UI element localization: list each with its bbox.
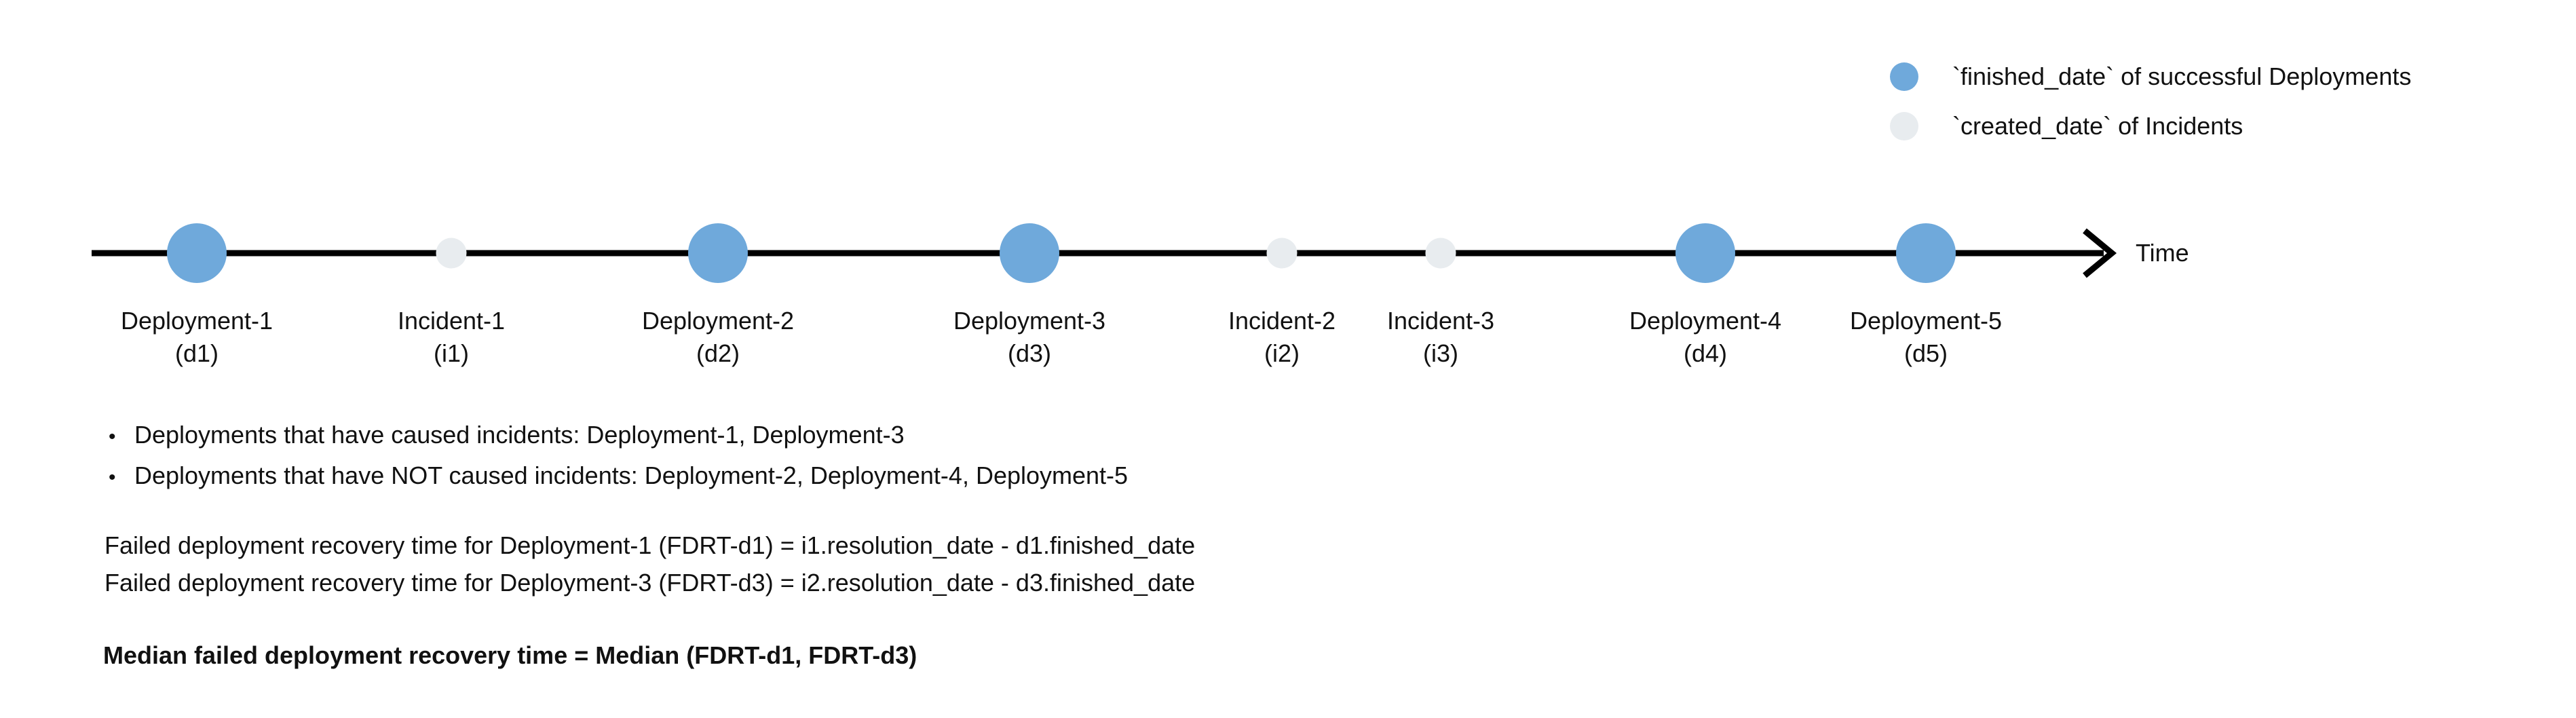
deployment-marker-icon: [1675, 223, 1735, 283]
timeline-point-label: Deployment-5 (d5): [1850, 305, 2002, 370]
point-name: Incident-2: [1228, 307, 1336, 335]
bullet-text-not-caused: Deployments that have NOT caused inciden…: [134, 461, 1129, 489]
timeline-point-label: Deployment-1 (d1): [121, 305, 273, 370]
deployment-marker-icon: [1896, 223, 1956, 283]
point-name: Deployment-4: [1629, 307, 1782, 335]
deployment-marker-icon: [688, 223, 748, 283]
incident-marker-icon: [1266, 238, 1298, 269]
bullet-icon: •: [109, 426, 116, 448]
incident-dot-icon: [1890, 112, 1918, 140]
point-id: (d1): [174, 339, 219, 367]
timeline-arrowhead-icon: [2083, 228, 2117, 278]
fdrt-formula-d1: Failed deployment recovery time for Depl…: [105, 531, 1196, 559]
deployment-marker-icon: [167, 223, 227, 283]
bullet-item: • Deployments that have NOT caused incid…: [109, 461, 1128, 502]
legend-item-incidents: `created_date` of Incidents: [1890, 111, 2411, 141]
point-id: (i2): [1264, 339, 1300, 367]
point-id: (d5): [1903, 339, 1948, 367]
point-name: Deployment-5: [1849, 307, 2003, 335]
legend-label-deployments: `finished_date` of successful Deployment…: [1952, 62, 2412, 90]
time-axis-label: Time: [2136, 239, 2189, 267]
incident-marker-icon: [1425, 238, 1456, 269]
timeline-point-label: Deployment-4 (d4): [1629, 305, 1781, 370]
point-name: Deployment-1: [120, 307, 273, 335]
deployment-marker-icon: [1000, 223, 1059, 283]
notes-bullet-list: • Deployments that have caused incidents…: [109, 421, 1128, 502]
point-id: (i3): [1422, 339, 1458, 367]
point-name: Incident-1: [397, 307, 506, 335]
bullet-item: • Deployments that have caused incidents…: [109, 421, 1128, 461]
point-name: Deployment-3: [953, 307, 1106, 335]
median-fdrt-formula: Median failed deployment recovery time =…: [103, 641, 917, 669]
deployment-dot-icon: [1890, 62, 1918, 91]
timeline-axis: [92, 228, 2117, 278]
point-name: Deployment-2: [641, 307, 795, 335]
incident-marker-icon: [436, 238, 467, 269]
legend: `finished_date` of successful Deployment…: [1890, 62, 2411, 141]
fdrt-formulas: Failed deployment recovery time for Depl…: [105, 527, 1195, 601]
legend-item-deployments: `finished_date` of successful Deployment…: [1890, 62, 2411, 92]
point-id: (d3): [1007, 339, 1052, 367]
point-id: (i1): [433, 339, 469, 367]
bullet-text-caused: Deployments that have caused incidents: …: [134, 421, 905, 449]
legend-label-incidents: `created_date` of Incidents: [1952, 112, 2243, 140]
timeline-point-label: Incident-2 (i2): [1228, 305, 1336, 370]
timeline-point-label: Incident-3 (i3): [1387, 305, 1494, 370]
point-name: Incident-3: [1386, 307, 1495, 335]
timeline-point-label: Deployment-2 (d2): [642, 305, 794, 370]
timeline-point-label: Deployment-3 (d3): [953, 305, 1105, 370]
timeline-point-label: Incident-1 (i1): [398, 305, 505, 370]
bullet-icon: •: [109, 466, 116, 489]
point-id: (d2): [696, 339, 740, 367]
fdrt-formula-d3: Failed deployment recovery time for Depl…: [105, 569, 1196, 597]
point-id: (d4): [1683, 339, 1728, 367]
